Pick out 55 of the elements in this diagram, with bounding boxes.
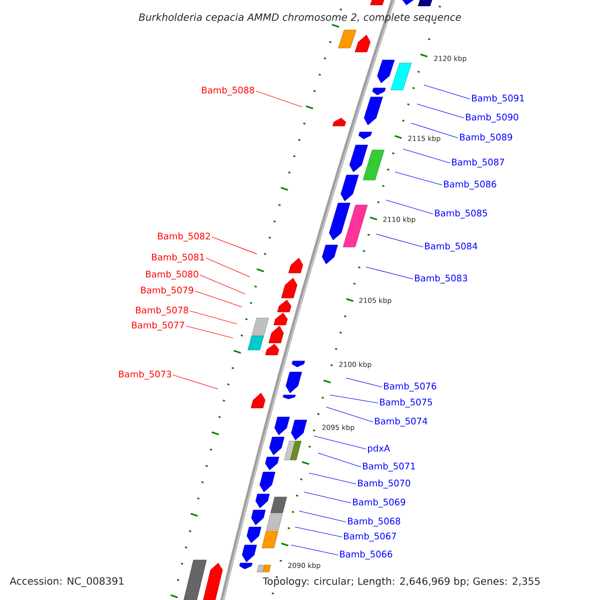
gene-label: Bamb_5087 [452, 158, 504, 168]
gene-label: Bamb_5089 [460, 134, 512, 142]
footer-text: Accession: NC_008391 [10, 577, 124, 587]
gene-label: Bamb_5090 [466, 114, 518, 122]
leader-line [366, 266, 414, 280]
gene-label: Bamb_5091 [472, 94, 524, 104]
gene-label: Bamb_5070 [358, 480, 410, 488]
leader-line [304, 492, 352, 504]
leader-line [200, 274, 246, 294]
leader-line [330, 394, 378, 404]
leader-line [172, 374, 218, 390]
leader-line [290, 544, 338, 556]
leader-line [186, 326, 234, 338]
leader-line [386, 200, 434, 214]
gene-label: Bamb_5073 [119, 370, 172, 380]
gene-label: Bamb_5076 [384, 382, 436, 392]
leader-line [256, 90, 302, 108]
leader-line [318, 452, 362, 468]
leader-line [206, 258, 250, 278]
leader-line [294, 526, 342, 538]
leader-line [308, 472, 356, 484]
leader-line [190, 310, 238, 324]
gene-label: Bamb_5085 [435, 210, 487, 218]
leader-line [346, 378, 382, 388]
leader-line [410, 122, 458, 138]
gene-label: Bamb_5074 [375, 418, 428, 426]
gene-label: Bamb_5066 [340, 550, 392, 560]
leader-line [314, 436, 366, 450]
leader-line [298, 510, 346, 522]
gene-label: Bamb_5069 [353, 498, 406, 508]
leader-line [394, 172, 442, 186]
gene-label: Bamb_5083 [415, 274, 468, 284]
title: Burkholderia cepacia AMMD chromosome 2, complete sequence [138, 13, 461, 23]
gene-label: Bamb_5068 [348, 518, 400, 526]
gene-label: Bamb_5075 [380, 398, 432, 408]
gene-label: Bamb_5081 [152, 254, 204, 262]
gene-label: Bamb_5086 [444, 180, 496, 190]
footer-text: Topology: circular; Length: 2,646,969 bp; Genes: 2,355 [262, 577, 540, 587]
gene-label: pdxA [368, 444, 390, 454]
leader-line [424, 84, 470, 100]
leader-line [376, 234, 424, 248]
gene-label: Bamb_5084 [425, 242, 478, 252]
gene-label: Bamb_5077 [132, 322, 184, 330]
leader-line [326, 406, 374, 422]
gene-label: Bamb_5080 [146, 270, 198, 280]
leader-line [416, 104, 464, 118]
leader-line [212, 236, 258, 254]
gene-label: Bamb_5088 [202, 86, 254, 96]
gene-label: Bamb_5071 [363, 462, 415, 472]
leader-line [402, 148, 450, 164]
gene-label: Bamb_5067 [344, 532, 396, 542]
gene-label: Bamb_5082 [158, 232, 210, 242]
gene-label: Bamb_5078 [136, 306, 188, 316]
gene-label: Bamb_5079 [141, 286, 194, 296]
leader-line [194, 290, 242, 308]
